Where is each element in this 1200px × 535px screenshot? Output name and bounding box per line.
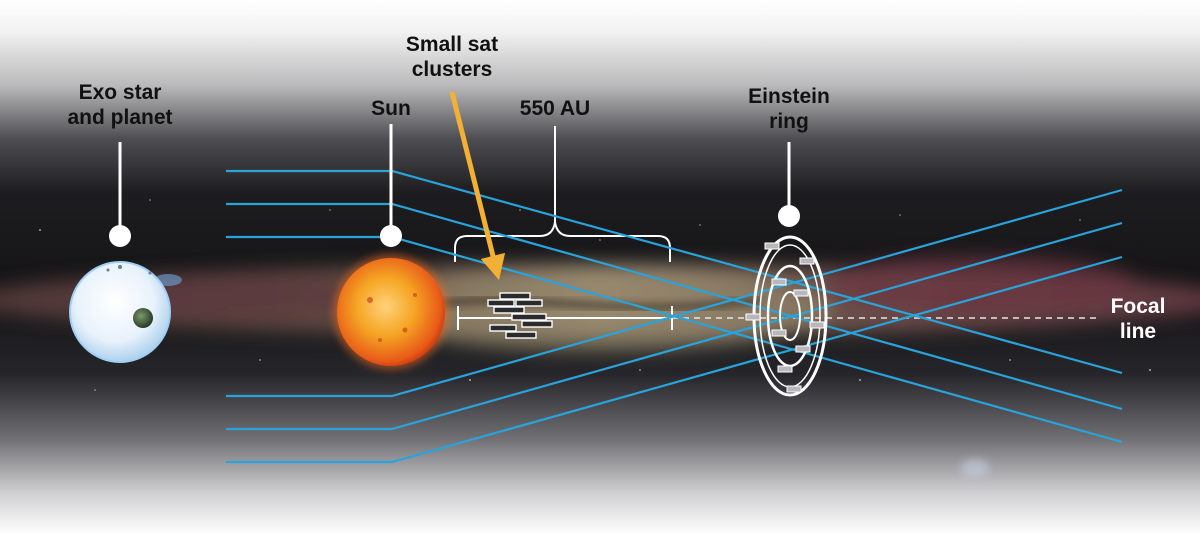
focal-line-label: Focal line (1098, 294, 1178, 344)
ring-sat (745, 313, 761, 321)
small-sat (521, 320, 553, 328)
sun-label: Sun (341, 96, 441, 121)
einstein-ring-label-line2: ring (769, 110, 809, 133)
ring-sat (795, 345, 811, 353)
exo-pointer-dot (109, 225, 131, 247)
ring-sat (809, 321, 825, 329)
ring-sat (777, 365, 793, 373)
exo-star (69, 261, 171, 363)
sun-pointer-dot (380, 225, 402, 247)
ring-sat (793, 289, 809, 297)
einstein-pointer-dot (778, 205, 800, 227)
distance-label-text: 550 AU (519, 97, 591, 120)
einstein-ring-label-line1: Einstein (748, 85, 830, 108)
distance-label: 550 AU (495, 96, 615, 121)
einstein-ring-label: Einstein ring (719, 84, 859, 134)
ring-sat (764, 242, 780, 250)
exo-planet (133, 308, 153, 328)
sun-disk (337, 258, 445, 366)
small-sat (487, 299, 515, 307)
small-sat (489, 324, 517, 332)
exo-star-label: Exo star and planet (40, 80, 200, 130)
einstein-ring-inner (779, 291, 801, 341)
exo-star-and-planet (69, 261, 182, 363)
small-sat (505, 331, 537, 339)
small-sat (515, 299, 543, 307)
ring-sat (771, 278, 787, 286)
einstein-ring (745, 235, 828, 397)
ring-sat (799, 257, 815, 265)
exo-star-label-line1: Exo star (78, 81, 162, 104)
ring-sat (771, 329, 787, 337)
dust-lane (429, 296, 761, 311)
focal-line-label-line1: Focal (1110, 295, 1166, 318)
sun (333, 254, 449, 370)
small-magellanic-cloud (961, 459, 989, 477)
light-ray-lower-2 (226, 221, 1123, 431)
small-sat (499, 292, 531, 300)
sun-label-text: Sun (371, 97, 411, 120)
small-sat-label: Small sat clusters (382, 32, 522, 82)
small-sat-label-line2: clusters (411, 58, 493, 81)
small-sat-label-line1: Small sat (405, 33, 499, 56)
small-sat-cluster (487, 292, 553, 339)
exo-star-label-line2: and planet (67, 106, 173, 129)
light-ray-lower-1 (226, 188, 1123, 398)
small-sat (493, 306, 525, 314)
focal-line-label-line2: line (1119, 320, 1157, 343)
light-ray-lower-3 (226, 255, 1123, 464)
star-field (39, 199, 1151, 391)
small-sat (511, 313, 547, 321)
ring-sat (786, 385, 802, 393)
small-sat-arrow (449, 91, 506, 281)
